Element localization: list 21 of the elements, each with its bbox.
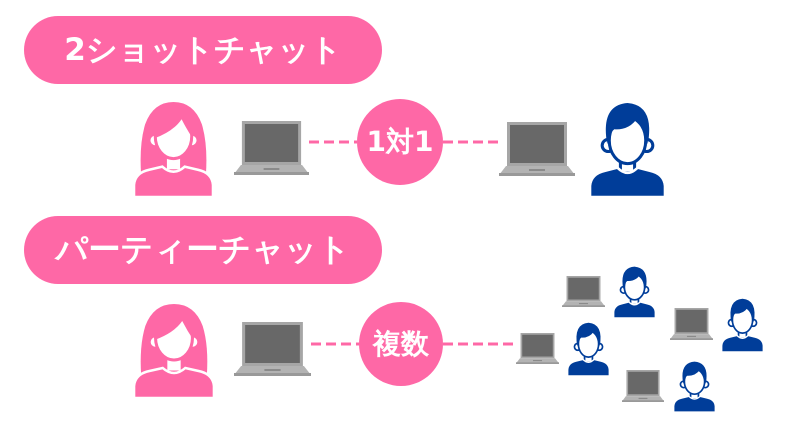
person-icon: [612, 265, 657, 318]
dashed-connector: [443, 140, 499, 144]
label-circle: 複数: [359, 302, 443, 386]
person-icon: [133, 302, 215, 398]
laptop-icon: [670, 308, 713, 340]
laptop-icon: [622, 370, 664, 402]
dashed-connector: [443, 342, 516, 346]
dashed-connector: [309, 140, 357, 144]
laptop-icon: [234, 121, 309, 175]
laptop-icon: [499, 122, 575, 176]
dashed-connector: [311, 342, 359, 346]
label-circle: 1対1: [357, 99, 443, 185]
heading-banner: 2ショットチャット: [24, 16, 382, 84]
person-icon: [133, 100, 214, 197]
laptop-icon: [234, 322, 311, 376]
heading-banner: パーティーチャット: [24, 216, 382, 284]
laptop-icon: [562, 276, 605, 307]
person-icon: [672, 360, 717, 412]
person-icon: [720, 297, 765, 352]
laptop-icon: [516, 333, 559, 364]
person-icon: [566, 321, 611, 376]
